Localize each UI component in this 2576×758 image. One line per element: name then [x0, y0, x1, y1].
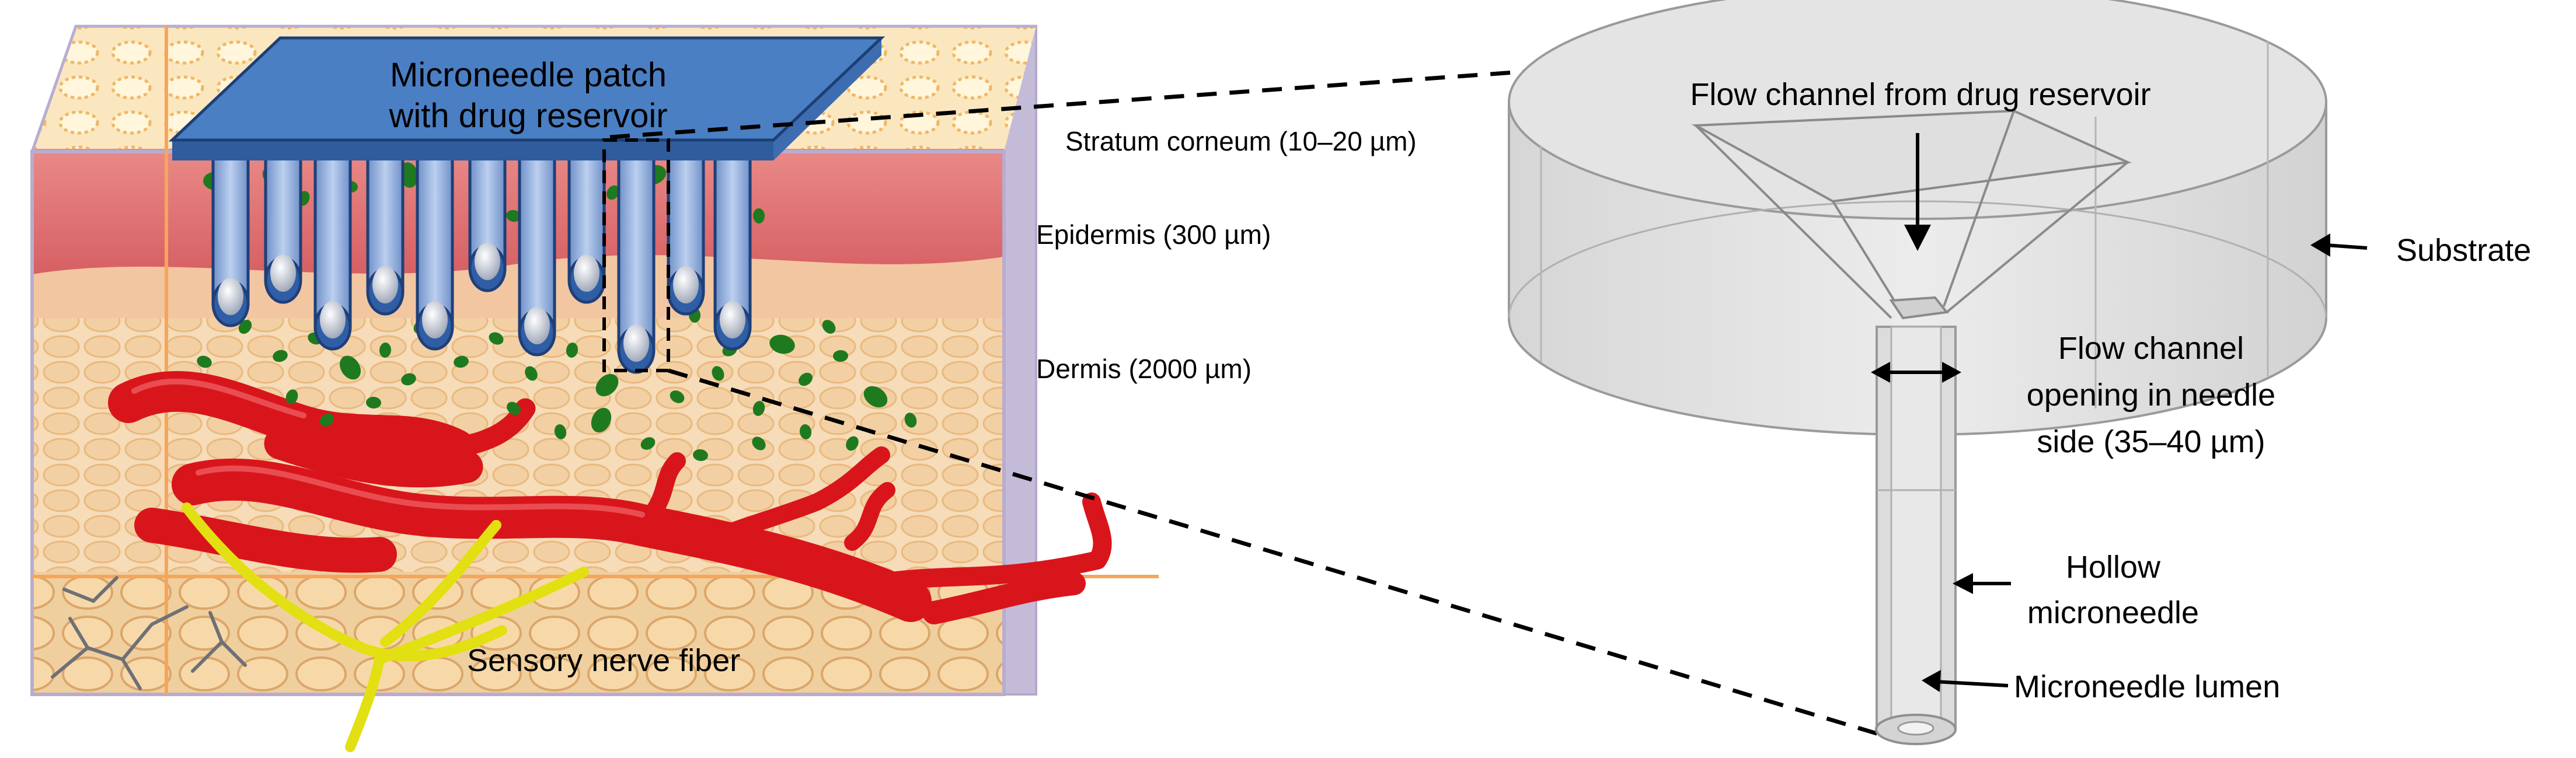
drug-particle: [752, 401, 765, 416]
lumen-label: Microneedle lumen: [2014, 669, 2280, 704]
drug-particle: [833, 350, 848, 362]
drug-particle: [554, 424, 567, 439]
drug-particle: [319, 413, 334, 427]
drug-particle: [693, 449, 708, 462]
skin-block: Microneedle patch with drug reservoir: [30, 25, 1159, 752]
selected-needle-outline: [602, 138, 670, 372]
drug-particle: [506, 209, 521, 222]
dermis-label: Dermis (2000 µm): [1036, 354, 1252, 384]
microneedle: [713, 156, 752, 351]
drug-particle: [606, 185, 619, 200]
patch-label-line1: Microneedle patch: [390, 56, 667, 94]
microneedle: [468, 156, 507, 292]
flow-channel-funnel: [1691, 109, 2132, 320]
opening-label-line3: side (35–40 µm): [2037, 424, 2265, 459]
microneedle: [366, 156, 405, 316]
drug-particle: [595, 373, 619, 397]
hollow-label-line2: microneedle: [2027, 595, 2199, 630]
skin-block-top-edge: [30, 25, 1036, 152]
drug-particle: [507, 401, 521, 415]
drug-particle: [799, 372, 813, 386]
arrow-down-icon: [1904, 225, 1931, 251]
drug-particle: [904, 413, 917, 428]
opening-label-line2: opening in needle: [2027, 378, 2275, 413]
microneedle-patch: Microneedle patch with drug reservoir: [168, 36, 886, 160]
hollow-label-line1: Hollow: [2066, 550, 2161, 585]
flow-channel-arrow: [1904, 133, 1931, 251]
opening-width-arrow: [1871, 362, 1961, 383]
hollow-needle-arrow: [1953, 573, 2011, 594]
drug-particle: [799, 424, 812, 439]
drug-particle: [846, 436, 859, 451]
drug-particle: [489, 332, 504, 345]
patch-edge-right: [773, 38, 881, 160]
patch-top: [168, 36, 886, 142]
drug-particle: [366, 396, 381, 409]
drug-particle: [340, 355, 361, 380]
hollow-microneedle-shaft: [1875, 326, 1957, 745]
drug-particle: [640, 437, 656, 450]
drug-particle: [285, 389, 298, 404]
drug-particle: [752, 436, 766, 450]
opening-label-line1: Flow channel: [2058, 331, 2244, 366]
zoom-callout-lines: [609, 65, 1884, 738]
nerve-label: Sensory nerve fiber: [467, 643, 740, 678]
microneedle: [567, 156, 606, 304]
stratum-corneum-label: Stratum corneum (10–20 µm): [1065, 126, 1417, 156]
microneedle: [617, 156, 656, 374]
blood-vessels: [108, 371, 1112, 624]
epidermis-label: Epidermis (300 µm): [1036, 219, 1271, 250]
drug-particle: [197, 355, 212, 368]
drug-particle: [769, 334, 795, 354]
patch-side: [172, 140, 773, 160]
substrate-label: Substrate: [2396, 233, 2531, 268]
blood-vessel-highlights: [131, 378, 645, 518]
microneedle: [211, 156, 250, 327]
drug-particle: [454, 355, 469, 368]
lumen-arrow: [1922, 670, 2009, 692]
arrow-left-icon: [2310, 233, 2330, 257]
drug-particle: [525, 366, 538, 381]
microneedle: [518, 156, 556, 357]
microneedle: [667, 156, 705, 316]
microneedle: [313, 156, 352, 351]
flow-channel-label: Flow channel from drug reservoir: [1690, 77, 2150, 112]
patch-label-line2: with drug reservoir: [388, 97, 667, 135]
drug-particle: [712, 366, 724, 381]
microneedle: [416, 156, 454, 351]
drug-particle: [273, 350, 288, 362]
sensory-nerve-fiber: [182, 502, 589, 752]
drug-particle: [670, 390, 685, 403]
drug-particle: [591, 407, 612, 433]
microneedle-model: [1508, 0, 2368, 745]
drug-particle: [401, 373, 416, 386]
microneedle: [264, 156, 302, 304]
drug-particle: [566, 343, 578, 358]
double-arrow-icon: [1871, 362, 1890, 383]
drug-particle: [752, 208, 765, 223]
substrate-arrow: [2310, 233, 2368, 257]
microneedle-array: [211, 156, 752, 374]
drug-particle: [822, 320, 836, 334]
drug-particle: [379, 343, 392, 358]
drug-particle: [238, 319, 252, 334]
drug-particle: [863, 386, 888, 408]
grey-nerve-network: [51, 576, 247, 690]
